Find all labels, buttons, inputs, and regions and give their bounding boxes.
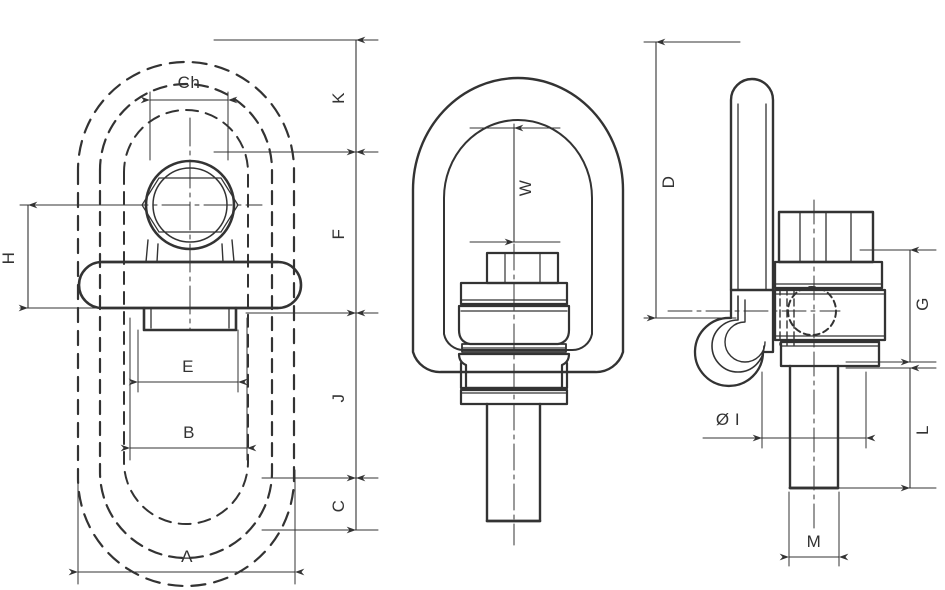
hex-nut-side	[485, 251, 560, 285]
dim-label-d: D	[659, 176, 678, 189]
base-flange-profile	[779, 340, 881, 368]
lower-body-profile	[773, 288, 887, 342]
bail-inner-opening	[443, 119, 593, 352]
dim-label-l: L	[913, 425, 932, 435]
dim-label-m: M	[807, 532, 822, 551]
profile-view: D G L Ø I M	[643, 38, 937, 567]
dim-label-g: G	[913, 297, 932, 311]
bail-hook-curl-inner	[711, 295, 765, 373]
bail-arm-raised	[729, 77, 775, 292]
swing-envelope-outer	[76, 60, 296, 588]
body-block-profile	[773, 260, 884, 290]
dim-label-f: F	[329, 229, 348, 240]
bail-leg-left	[145, 239, 159, 263]
washer-flange-side	[459, 388, 569, 406]
bail-hook-curl-inner2	[724, 299, 766, 363]
dim-label-i-diameter: Ø I	[716, 410, 740, 429]
bail-path-envelope	[123, 109, 249, 525]
dim-label-ch: Ch	[178, 73, 201, 92]
dim-label-c: C	[329, 500, 348, 513]
collar-upper	[459, 281, 569, 306]
front-view: Ch H E B A K F J C	[0, 36, 379, 588]
dim-label-w: W	[516, 180, 535, 197]
dim-label-e: E	[182, 357, 194, 376]
dim-label-h: H	[0, 252, 18, 265]
bail-leg-right	[221, 239, 235, 263]
dim-label-a: A	[181, 547, 193, 566]
side-view: W	[411, 76, 625, 546]
bail-hook-curl-outer	[693, 288, 775, 388]
dim-label-j: J	[329, 394, 348, 403]
swing-envelope-inner	[98, 82, 274, 560]
swivel-band	[461, 343, 567, 353]
dim-label-k: K	[329, 92, 348, 104]
dim-label-b: B	[183, 423, 195, 442]
